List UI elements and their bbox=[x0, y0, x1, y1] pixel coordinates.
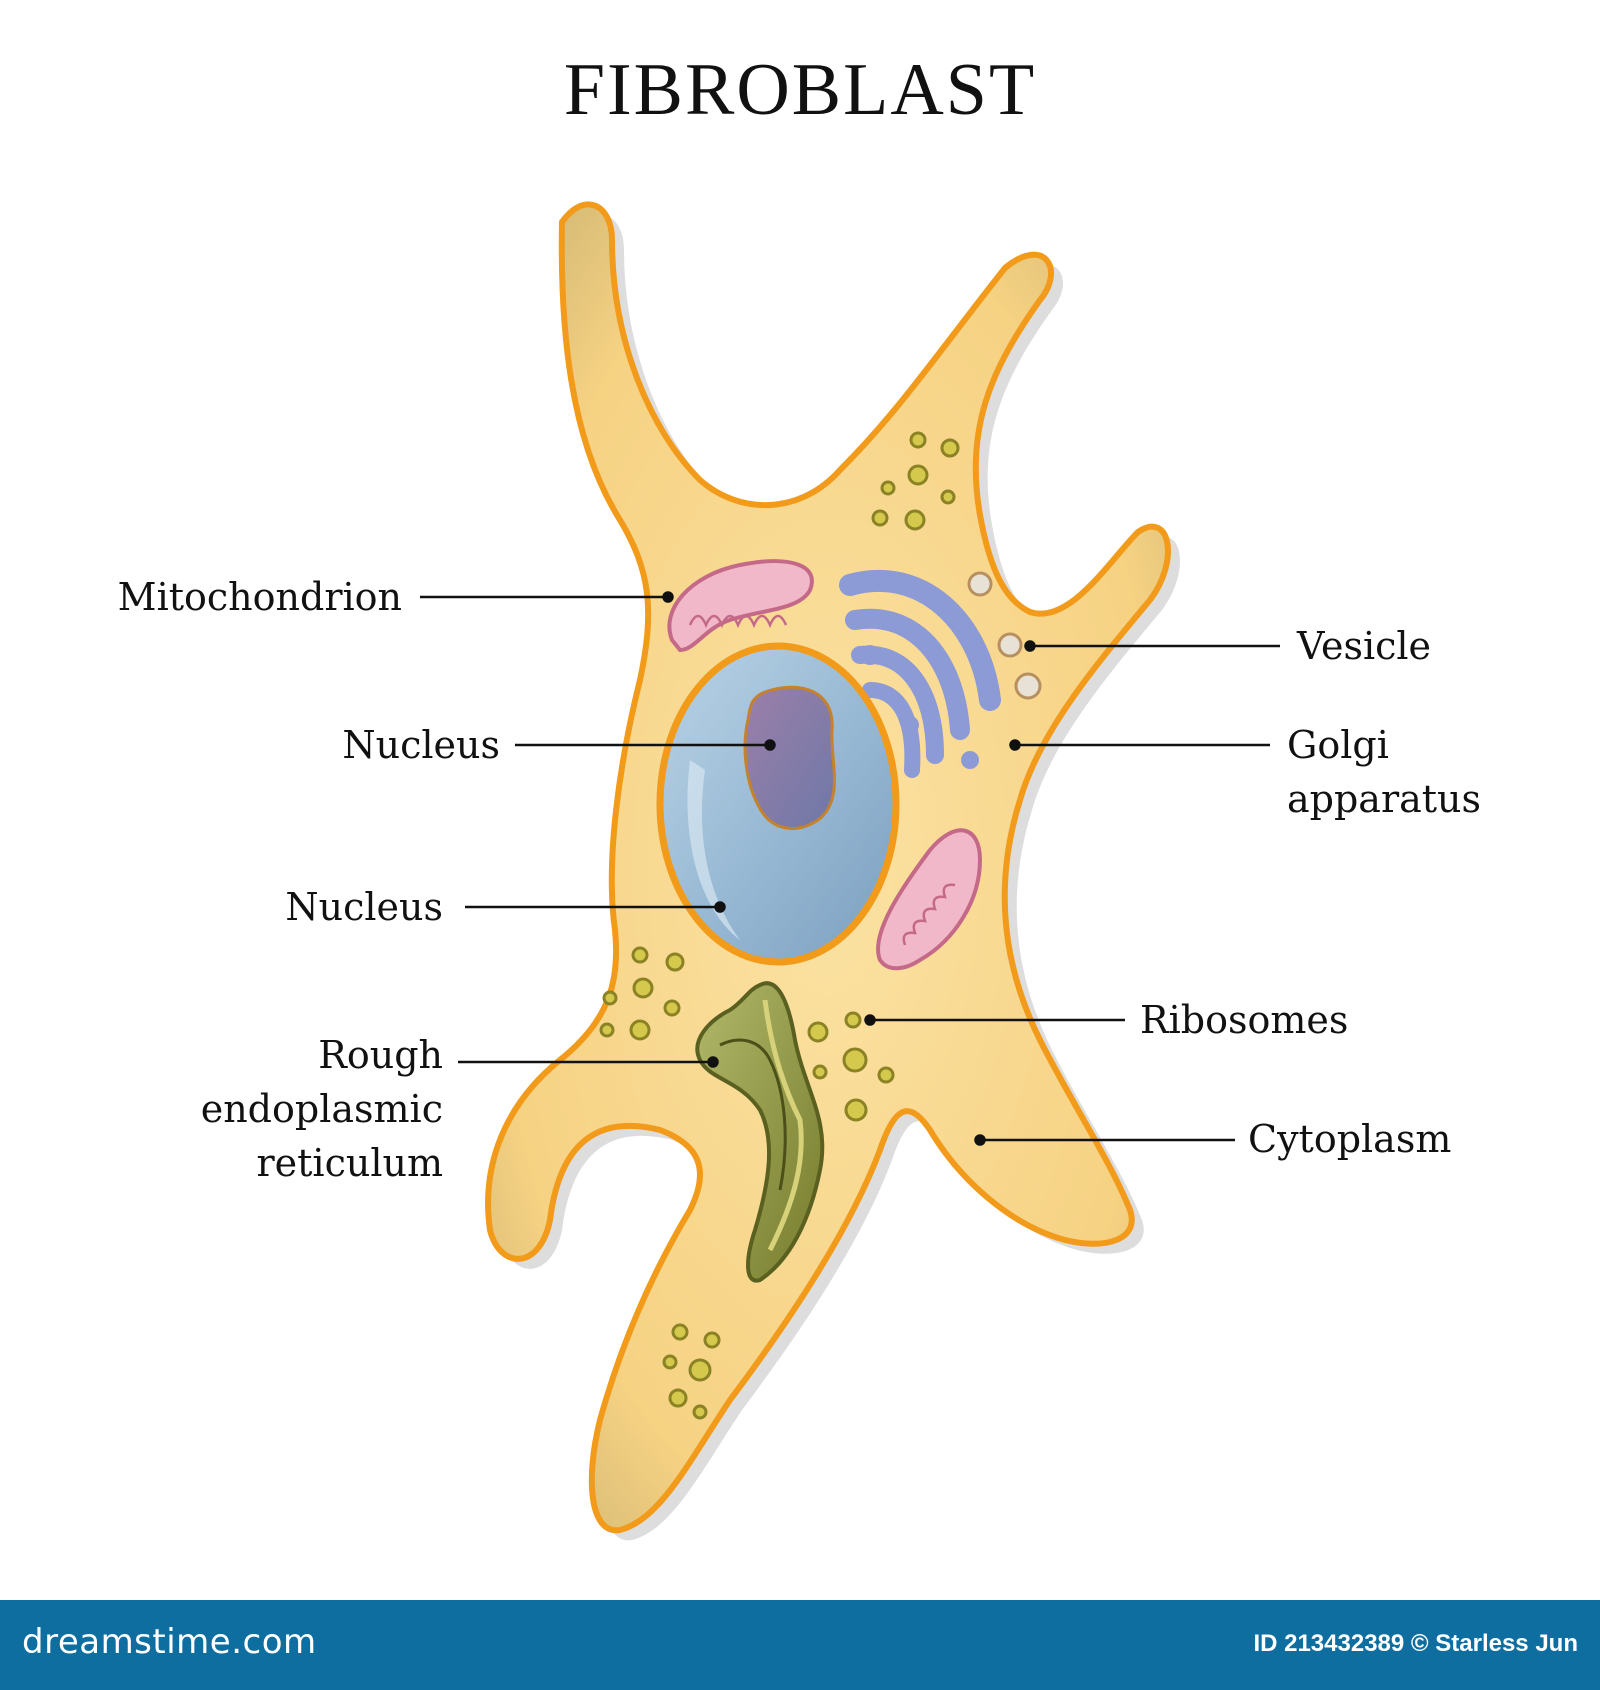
label-nucleus-nucleolus: Nucleus bbox=[342, 723, 500, 767]
diagram-title: FIBROBLAST bbox=[563, 49, 1037, 131]
label-golgi-2: apparatus bbox=[1287, 777, 1481, 821]
label-golgi-1: Golgi bbox=[1287, 723, 1389, 767]
nucleolus bbox=[743, 685, 836, 830]
footer-credit: ID 213432389 © Starless Jun bbox=[1253, 1630, 1578, 1657]
rough-endoplasmic-reticulum bbox=[695, 981, 825, 1283]
label-ribosomes: Ribosomes bbox=[1140, 998, 1348, 1042]
mitochondrion-top bbox=[667, 559, 814, 653]
label-vesicle: Vesicle bbox=[1296, 624, 1431, 668]
footer-brand: dreamstime.com bbox=[22, 1622, 317, 1662]
ribosomes bbox=[599, 431, 960, 1420]
label-rough-er-3: reticulum bbox=[257, 1141, 444, 1185]
label-rough-er-1: Rough bbox=[318, 1033, 443, 1077]
nucleus bbox=[656, 642, 900, 966]
fibroblast-diagram: Mitochondrion Nucleus Nucleus Rough endo… bbox=[118, 201, 1481, 1541]
mitochondrion-right bbox=[876, 828, 983, 971]
vesicles bbox=[967, 571, 1042, 700]
leader-lines bbox=[420, 591, 1280, 1146]
footer-bar: dreamstime.com ID 213432389 © Starless J… bbox=[0, 1600, 1600, 1690]
label-mitochondrion: Mitochondrion bbox=[118, 575, 402, 619]
label-nucleus: Nucleus bbox=[285, 885, 443, 929]
golgi-apparatus bbox=[839, 569, 1001, 778]
label-cytoplasm: Cytoplasm bbox=[1248, 1117, 1451, 1161]
label-rough-er-2: endoplasmic bbox=[201, 1087, 443, 1131]
